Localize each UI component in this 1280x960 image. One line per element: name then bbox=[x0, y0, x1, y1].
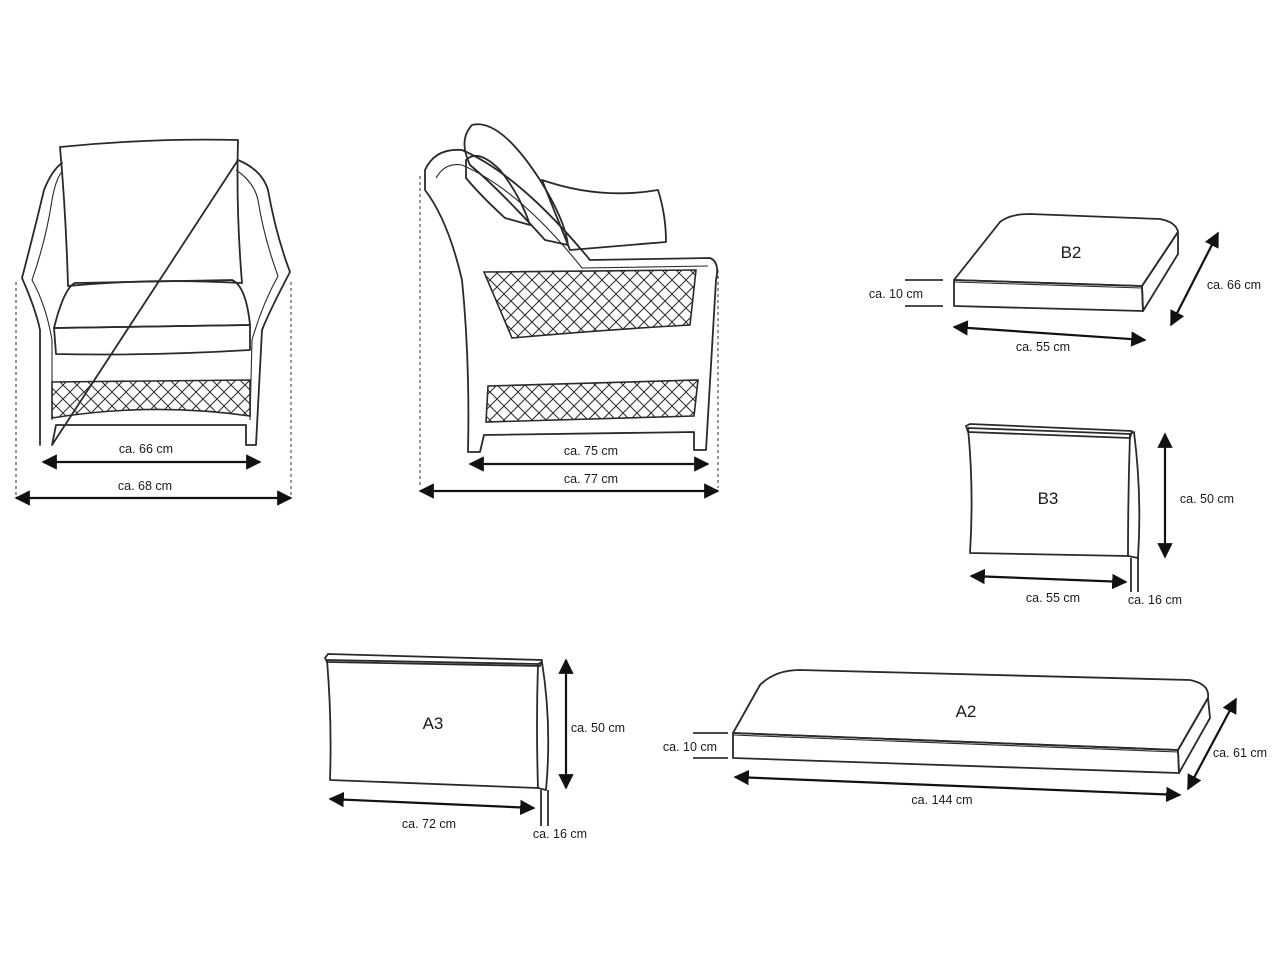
chair-front-seat-cushion bbox=[53, 279, 251, 329]
cushion-a3-height-label: ca. 50 cm bbox=[571, 721, 625, 735]
cushion-a3-label: A3 bbox=[423, 714, 444, 733]
cushion-b3-height-label: ca. 50 cm bbox=[1180, 492, 1234, 506]
cushion-a2: A2 ca. 10 cm ca. 144 cm ca. 61 cm bbox=[663, 669, 1267, 807]
chair-side-view: ca. 75 cm ca. 77 cm bbox=[418, 123, 720, 499]
chair-side-inner-depth-label: ca. 75 cm bbox=[564, 444, 618, 458]
cushion-a2-side bbox=[1177, 697, 1211, 774]
cushion-a2-width-label: ca. 144 cm bbox=[911, 793, 972, 807]
cushion-b3-side bbox=[1127, 431, 1141, 559]
chair-front-inner-width-label: ca. 66 cm bbox=[119, 442, 173, 456]
chair-side-outer-depth-label: ca. 77 cm bbox=[564, 472, 618, 486]
cushion-b3-width-arrow bbox=[969, 568, 1128, 590]
cushion-a2-label: A2 bbox=[956, 702, 977, 721]
cushion-b2-thickness-label: ca. 10 cm bbox=[869, 287, 923, 301]
chair-front-frame bbox=[21, 159, 291, 446]
cushion-b2-top bbox=[953, 213, 1179, 287]
cushion-b2-width-label: ca. 55 cm bbox=[1016, 340, 1070, 354]
cushion-b2-width-arrow bbox=[952, 320, 1147, 347]
chair-front-back-cushion bbox=[59, 138, 243, 287]
cushion-b2-depth-arrow bbox=[1170, 231, 1219, 327]
cushion-a3-thickness-label: ca. 16 cm bbox=[533, 827, 587, 841]
chair-side-inner-frame bbox=[435, 163, 709, 269]
cushion-a2-front bbox=[732, 732, 1180, 774]
cushion-b2-side bbox=[1141, 231, 1179, 312]
chair-side-upper-lattice bbox=[482, 269, 697, 339]
cushion-b3: B3 ca. 50 cm ca. 55 cm ca. 16 cm bbox=[965, 423, 1234, 607]
chair-side-lower-lattice bbox=[485, 379, 699, 423]
cushion-a2-depth-arrow bbox=[1187, 697, 1237, 791]
cushion-a3-width-label: ca. 72 cm bbox=[402, 817, 456, 831]
chair-front-seat-front bbox=[53, 324, 251, 356]
cushion-b2-label: B2 bbox=[1061, 243, 1082, 262]
cushion-a2-depth-label: ca. 61 cm bbox=[1213, 746, 1267, 760]
cushion-a2-top bbox=[732, 669, 1210, 751]
chair-front-lattice-panel bbox=[51, 379, 251, 419]
cushion-a3: A3 ca. 50 cm ca. 72 cm ca. 16 cm bbox=[324, 653, 625, 841]
chair-side-seat-back bbox=[541, 179, 667, 251]
chair-front-outer-width-label: ca. 68 cm bbox=[118, 479, 172, 493]
cushion-b2-depth-label: ca. 66 cm bbox=[1207, 278, 1261, 292]
cushion-a3-width-arrow bbox=[328, 791, 536, 816]
cushion-b2: B2 ca. 10 cm ca. 55 cm ca. 66 cm bbox=[869, 213, 1261, 354]
chair-front-view: ca. 66 cm ca. 68 cm bbox=[14, 138, 293, 506]
cushion-b3-thickness-label: ca. 16 cm bbox=[1128, 593, 1182, 607]
chair-side-frame bbox=[424, 148, 719, 453]
cushion-b3-label: B3 bbox=[1038, 489, 1059, 508]
cushion-a2-width-arrow bbox=[733, 769, 1182, 803]
cushion-a2-thickness-label: ca. 10 cm bbox=[663, 740, 717, 754]
chair-front-inner-frame bbox=[31, 169, 279, 421]
cushion-a3-side bbox=[537, 661, 550, 791]
cushion-b3-width-label: ca. 55 cm bbox=[1026, 591, 1080, 605]
